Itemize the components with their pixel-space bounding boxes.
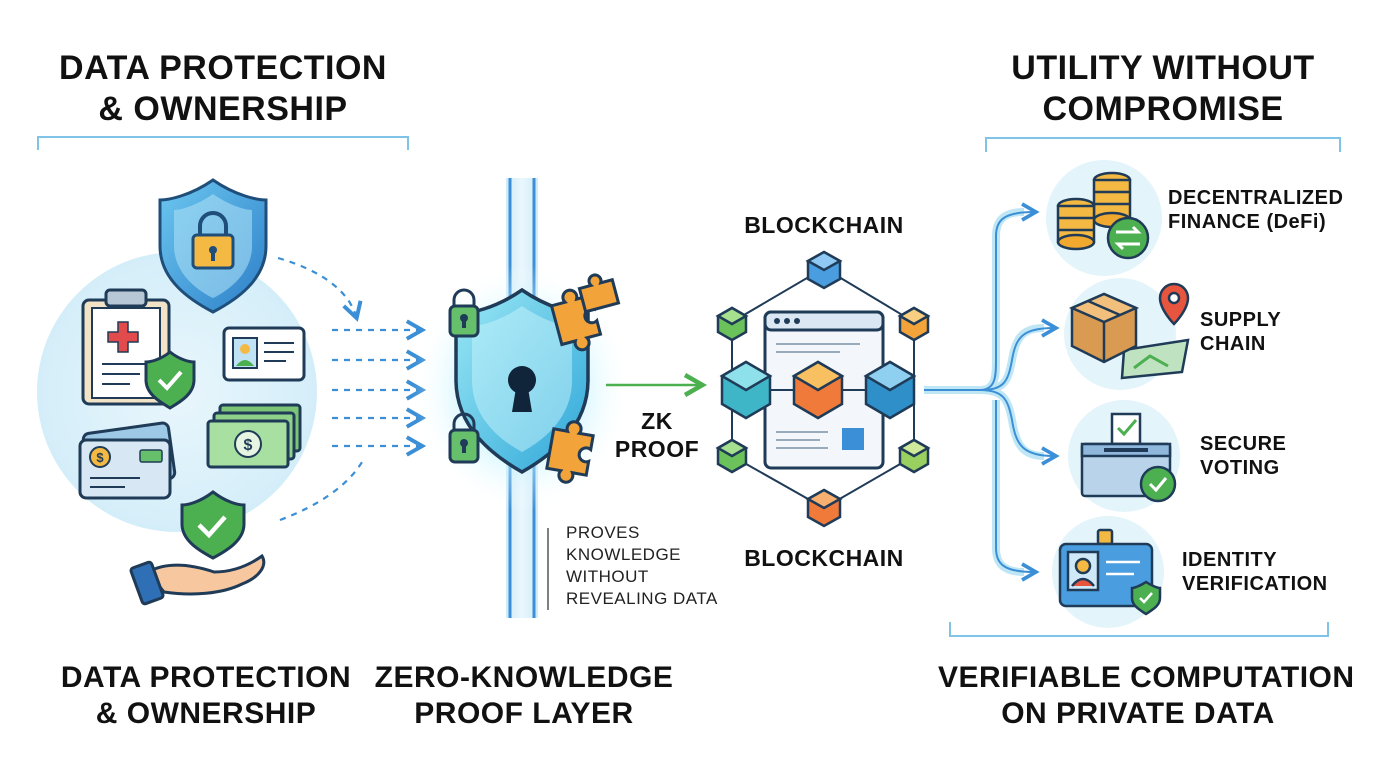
hand-shield-icon	[129, 490, 266, 606]
branch-lines	[924, 202, 1060, 582]
zk-proof-label-line2: PROOF	[614, 435, 700, 462]
zk-note: PROVES KNOWLEDGE WITHOUT REVEALING DATA	[566, 522, 718, 610]
package-map-icon	[1068, 282, 1190, 380]
zk-note-line1: PROVES	[566, 523, 640, 542]
cube-left-mid	[719, 360, 773, 420]
left-title-top-line2: & OWNERSHIP	[98, 89, 348, 128]
zk-layer-title-line2: PROOF LAYER	[414, 697, 634, 730]
svg-text:$: $	[96, 450, 104, 465]
puzzle-piece-icon-bottom	[545, 420, 595, 484]
blockchain-label-bottom: BLOCKCHAIN	[744, 545, 904, 571]
use-case-identity-label-line1: IDENTITY	[1182, 549, 1278, 571]
left-title-bottom-line1: DATA PROTECTION	[60, 661, 352, 694]
left-title-top: DATA PROTECTION & OWNERSHIP	[58, 48, 388, 130]
id-card-icon	[222, 326, 306, 382]
right-title-top-line1: UTILITY WITHOUT	[1011, 49, 1315, 87]
use-case-voting-label-line2: VOTING	[1200, 457, 1280, 479]
left-title-bottom: DATA PROTECTION & OWNERSHIP	[46, 660, 366, 732]
use-case-defi-label-line1: DECENTRALIZED	[1168, 187, 1344, 209]
zk-proof-label-line1: ZK	[641, 408, 673, 434]
zk-shield-keyhole-icon	[454, 287, 590, 475]
cube-right-upper	[897, 306, 931, 342]
shield-lock-icon	[158, 178, 268, 314]
right-title-top-line2: COMPROMISE	[1042, 89, 1284, 128]
credit-card-icon: $	[78, 421, 177, 500]
zk-layer-title-line1: ZERO-KNOWLEDGE	[374, 661, 674, 694]
zk-layer-title: ZERO-KNOWLEDGE PROOF LAYER	[374, 660, 674, 732]
right-bottom-bracket	[949, 622, 1329, 637]
use-case-supply-label-line2: CHAIN	[1200, 333, 1266, 355]
cube-left-upper	[715, 306, 749, 342]
use-case-voting-label-line1: SECURE	[1200, 433, 1287, 455]
cube-bottom	[805, 488, 843, 528]
coins-exchange-icon	[1056, 171, 1150, 260]
cube-right-mid	[863, 360, 917, 420]
cube-left-lower	[715, 438, 749, 474]
id-badge-icon	[1058, 528, 1162, 616]
right-title-bottom: VERIFIABLE COMPUTATION ON PRIVATE DATA	[938, 660, 1355, 732]
left-top-bracket	[37, 136, 409, 150]
use-case-identity-label: IDENTITY VERIFICATION	[1182, 548, 1328, 596]
cube-top	[805, 250, 843, 290]
zk-note-line3: WITHOUT	[566, 567, 649, 587]
padlock-icon-bottom	[448, 412, 480, 464]
use-case-supply-label: SUPPLY CHAIN	[1200, 308, 1281, 356]
padlock-icon-top	[448, 288, 480, 338]
zk-note-line4: REVEALING DATA	[566, 589, 718, 609]
use-case-defi-label-line2: FINANCE (DeFi)	[1168, 211, 1327, 233]
zk-note-line2: KNOWLEDGE	[566, 545, 682, 565]
puzzle-piece-icon-top	[549, 273, 621, 352]
use-case-identity-label-line2: VERIFICATION	[1182, 573, 1328, 595]
right-title-top: UTILITY WITHOUT COMPROMISE	[1000, 48, 1326, 130]
zk-proof-label: ZK PROOF	[612, 408, 702, 463]
blockchain-label-top: BLOCKCHAIN	[744, 212, 904, 238]
cash-bills-icon: $	[206, 403, 302, 469]
right-title-bottom-line1: VERIFIABLE COMPUTATION	[938, 661, 1355, 694]
use-case-voting-label: SECURE VOTING	[1200, 432, 1286, 480]
branch-glow	[924, 208, 1045, 576]
left-title-bottom-line2: & OWNERSHIP	[95, 697, 317, 730]
use-case-defi-label: DECENTRALIZED FINANCE (DeFi)	[1168, 186, 1343, 234]
right-top-bracket	[985, 137, 1341, 152]
medical-clipboard-icon	[81, 288, 196, 410]
cube-center	[791, 360, 845, 420]
cube-right-lower	[897, 438, 931, 474]
ballot-box-icon	[1080, 412, 1177, 503]
data-flow-lines	[277, 256, 427, 522]
svg-text:$: $	[244, 437, 253, 454]
left-title-top-line1: DATA PROTECTION	[59, 49, 387, 87]
right-title-bottom-line2: ON PRIVATE DATA	[1001, 697, 1275, 730]
blockchain-cubes	[715, 250, 931, 528]
use-case-supply-label-line1: SUPPLY	[1200, 309, 1282, 331]
